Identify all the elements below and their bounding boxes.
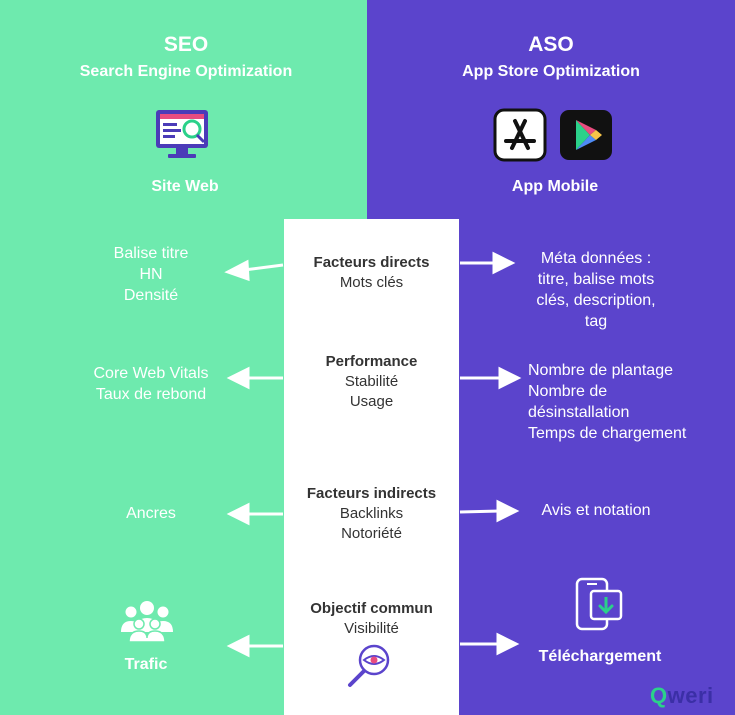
- center-column: [284, 219, 459, 715]
- right-line: désinstallation: [528, 404, 630, 421]
- center-line: Visibilité: [344, 620, 399, 637]
- row2-left-arrowhead: [226, 366, 250, 390]
- right-line: titre, balise mots: [537, 271, 655, 288]
- logo-first-letter: Q: [650, 683, 668, 708]
- right-line: tag: [584, 313, 608, 330]
- qweri-logo: Qweri: [650, 683, 714, 709]
- row4-left-caption: Trafic: [124, 656, 168, 673]
- left-line: Ancres: [126, 505, 176, 522]
- row4-right-arrowhead: [496, 632, 520, 656]
- google-play-icon: [560, 110, 612, 160]
- row1-left-arrowhead: [224, 259, 250, 282]
- row1-center-text: Facteurs directs Mots clés: [284, 253, 459, 293]
- row4-center-text: Objectif commun Visibilité: [284, 599, 459, 639]
- aso-title: ASO: [528, 33, 574, 56]
- row3-left-arrowhead: [226, 502, 250, 526]
- row2-right-arrowhead: [498, 366, 522, 390]
- center-line: Backlinks: [339, 505, 404, 522]
- right-line: Méta données :: [540, 250, 652, 267]
- row1-right-arrowhead: [492, 251, 516, 275]
- phone-download-icon: [575, 577, 623, 631]
- row2-right-text: Nombre de plantage Nombre de désinstalla…: [528, 360, 735, 444]
- right-line: Nombre de: [528, 383, 608, 400]
- row3-right-arrowhead: [496, 499, 520, 523]
- aso-header: ASO App Store Optimization: [401, 33, 701, 83]
- center-heading: Performance: [325, 353, 418, 370]
- left-line: Balise titre: [113, 245, 189, 262]
- row1-left-text: Balise titre HN Densité: [36, 243, 266, 306]
- row3-right-text: Avis et notation: [503, 500, 689, 521]
- seo-header: SEO Search Engine Optimization: [36, 33, 336, 83]
- left-line: Core Web Vitals: [93, 365, 209, 382]
- group-of-people-icon: [121, 601, 173, 642]
- app-store-icon: [493, 108, 547, 162]
- row3-center-text: Facteurs indirects Backlinks Notoriété: [284, 484, 459, 544]
- aso-subtitle: App Store Optimization: [462, 63, 640, 80]
- left-line: Taux de rebond: [95, 386, 207, 403]
- center-line: Mots clés: [339, 274, 404, 291]
- center-heading: Objectif commun: [310, 600, 433, 617]
- center-line: Notoriété: [341, 525, 402, 542]
- logo-rest: weri: [667, 683, 714, 708]
- center-line: Usage: [349, 393, 394, 410]
- seo-title: SEO: [163, 33, 209, 56]
- row1-left-arrow: [243, 263, 284, 272]
- row2-center-text: Performance Stabilité Usage: [284, 352, 459, 412]
- seo-caption: Site Web: [151, 178, 219, 195]
- website-analytics-icon: [156, 110, 208, 158]
- aso-caption: App Mobile: [511, 178, 599, 195]
- row3-right-arrow: [459, 509, 501, 514]
- row4-left-arrowhead: [226, 634, 250, 658]
- right-line: clés, description,: [536, 292, 656, 309]
- center-heading: Facteurs indirects: [306, 485, 437, 502]
- left-line: Densité: [123, 287, 179, 304]
- right-line: Avis et notation: [541, 502, 651, 519]
- left-line: HN: [139, 266, 163, 283]
- right-line: Temps de chargement: [528, 425, 687, 442]
- row1-right-text: Méta données : titre, balise mots clés, …: [503, 248, 689, 332]
- row3-left-text: Ancres: [36, 503, 266, 524]
- row4-right-caption: Téléchargement: [538, 648, 662, 665]
- center-line: Stabilité: [344, 373, 399, 390]
- right-line: Nombre de plantage: [528, 362, 673, 379]
- magnifier-eye-icon: [348, 644, 390, 687]
- center-heading: Facteurs directs: [313, 254, 430, 271]
- row2-left-text: Core Web Vitals Taux de rebond: [36, 363, 266, 405]
- seo-subtitle: Search Engine Optimization: [79, 63, 293, 80]
